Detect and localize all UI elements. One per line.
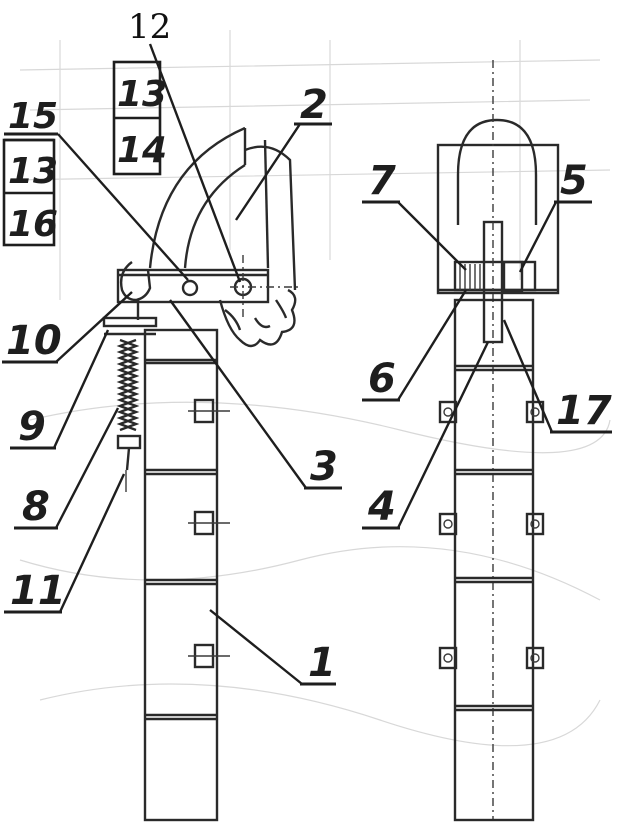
left-view: [102, 126, 300, 822]
label-7: 7: [368, 158, 396, 204]
label-8: 8: [22, 484, 50, 530]
label-2: 2: [300, 82, 328, 128]
label-11: 11: [10, 568, 66, 614]
label-13-top: 13: [117, 74, 167, 115]
label-15: 15: [8, 96, 58, 137]
label-box-15-13-16: 15 13 16: [2, 96, 58, 247]
arc-shield: [148, 126, 297, 348]
hook-spring-assembly: [102, 261, 158, 492]
column-right: [438, 298, 545, 822]
label-12: 12: [128, 7, 171, 47]
column-left: [143, 328, 230, 822]
right-view: [436, 60, 560, 822]
label-6: 6: [368, 356, 396, 402]
arm-beam: [116, 255, 300, 320]
label-13-left: 13: [8, 151, 58, 192]
background-ghost-lines: [9, 30, 611, 747]
label-box-13-14: 13 14: [112, 60, 167, 176]
label-16: 16: [8, 204, 58, 245]
label-9: 9: [18, 404, 46, 450]
label-5: 5: [560, 158, 588, 204]
label-17: 17: [556, 388, 612, 434]
label-1: 1: [308, 640, 336, 686]
label-3: 3: [310, 444, 338, 490]
label-10: 10: [6, 318, 62, 364]
label-14: 14: [117, 130, 167, 171]
axle-assembly: [453, 60, 537, 820]
label-4: 4: [367, 484, 396, 530]
